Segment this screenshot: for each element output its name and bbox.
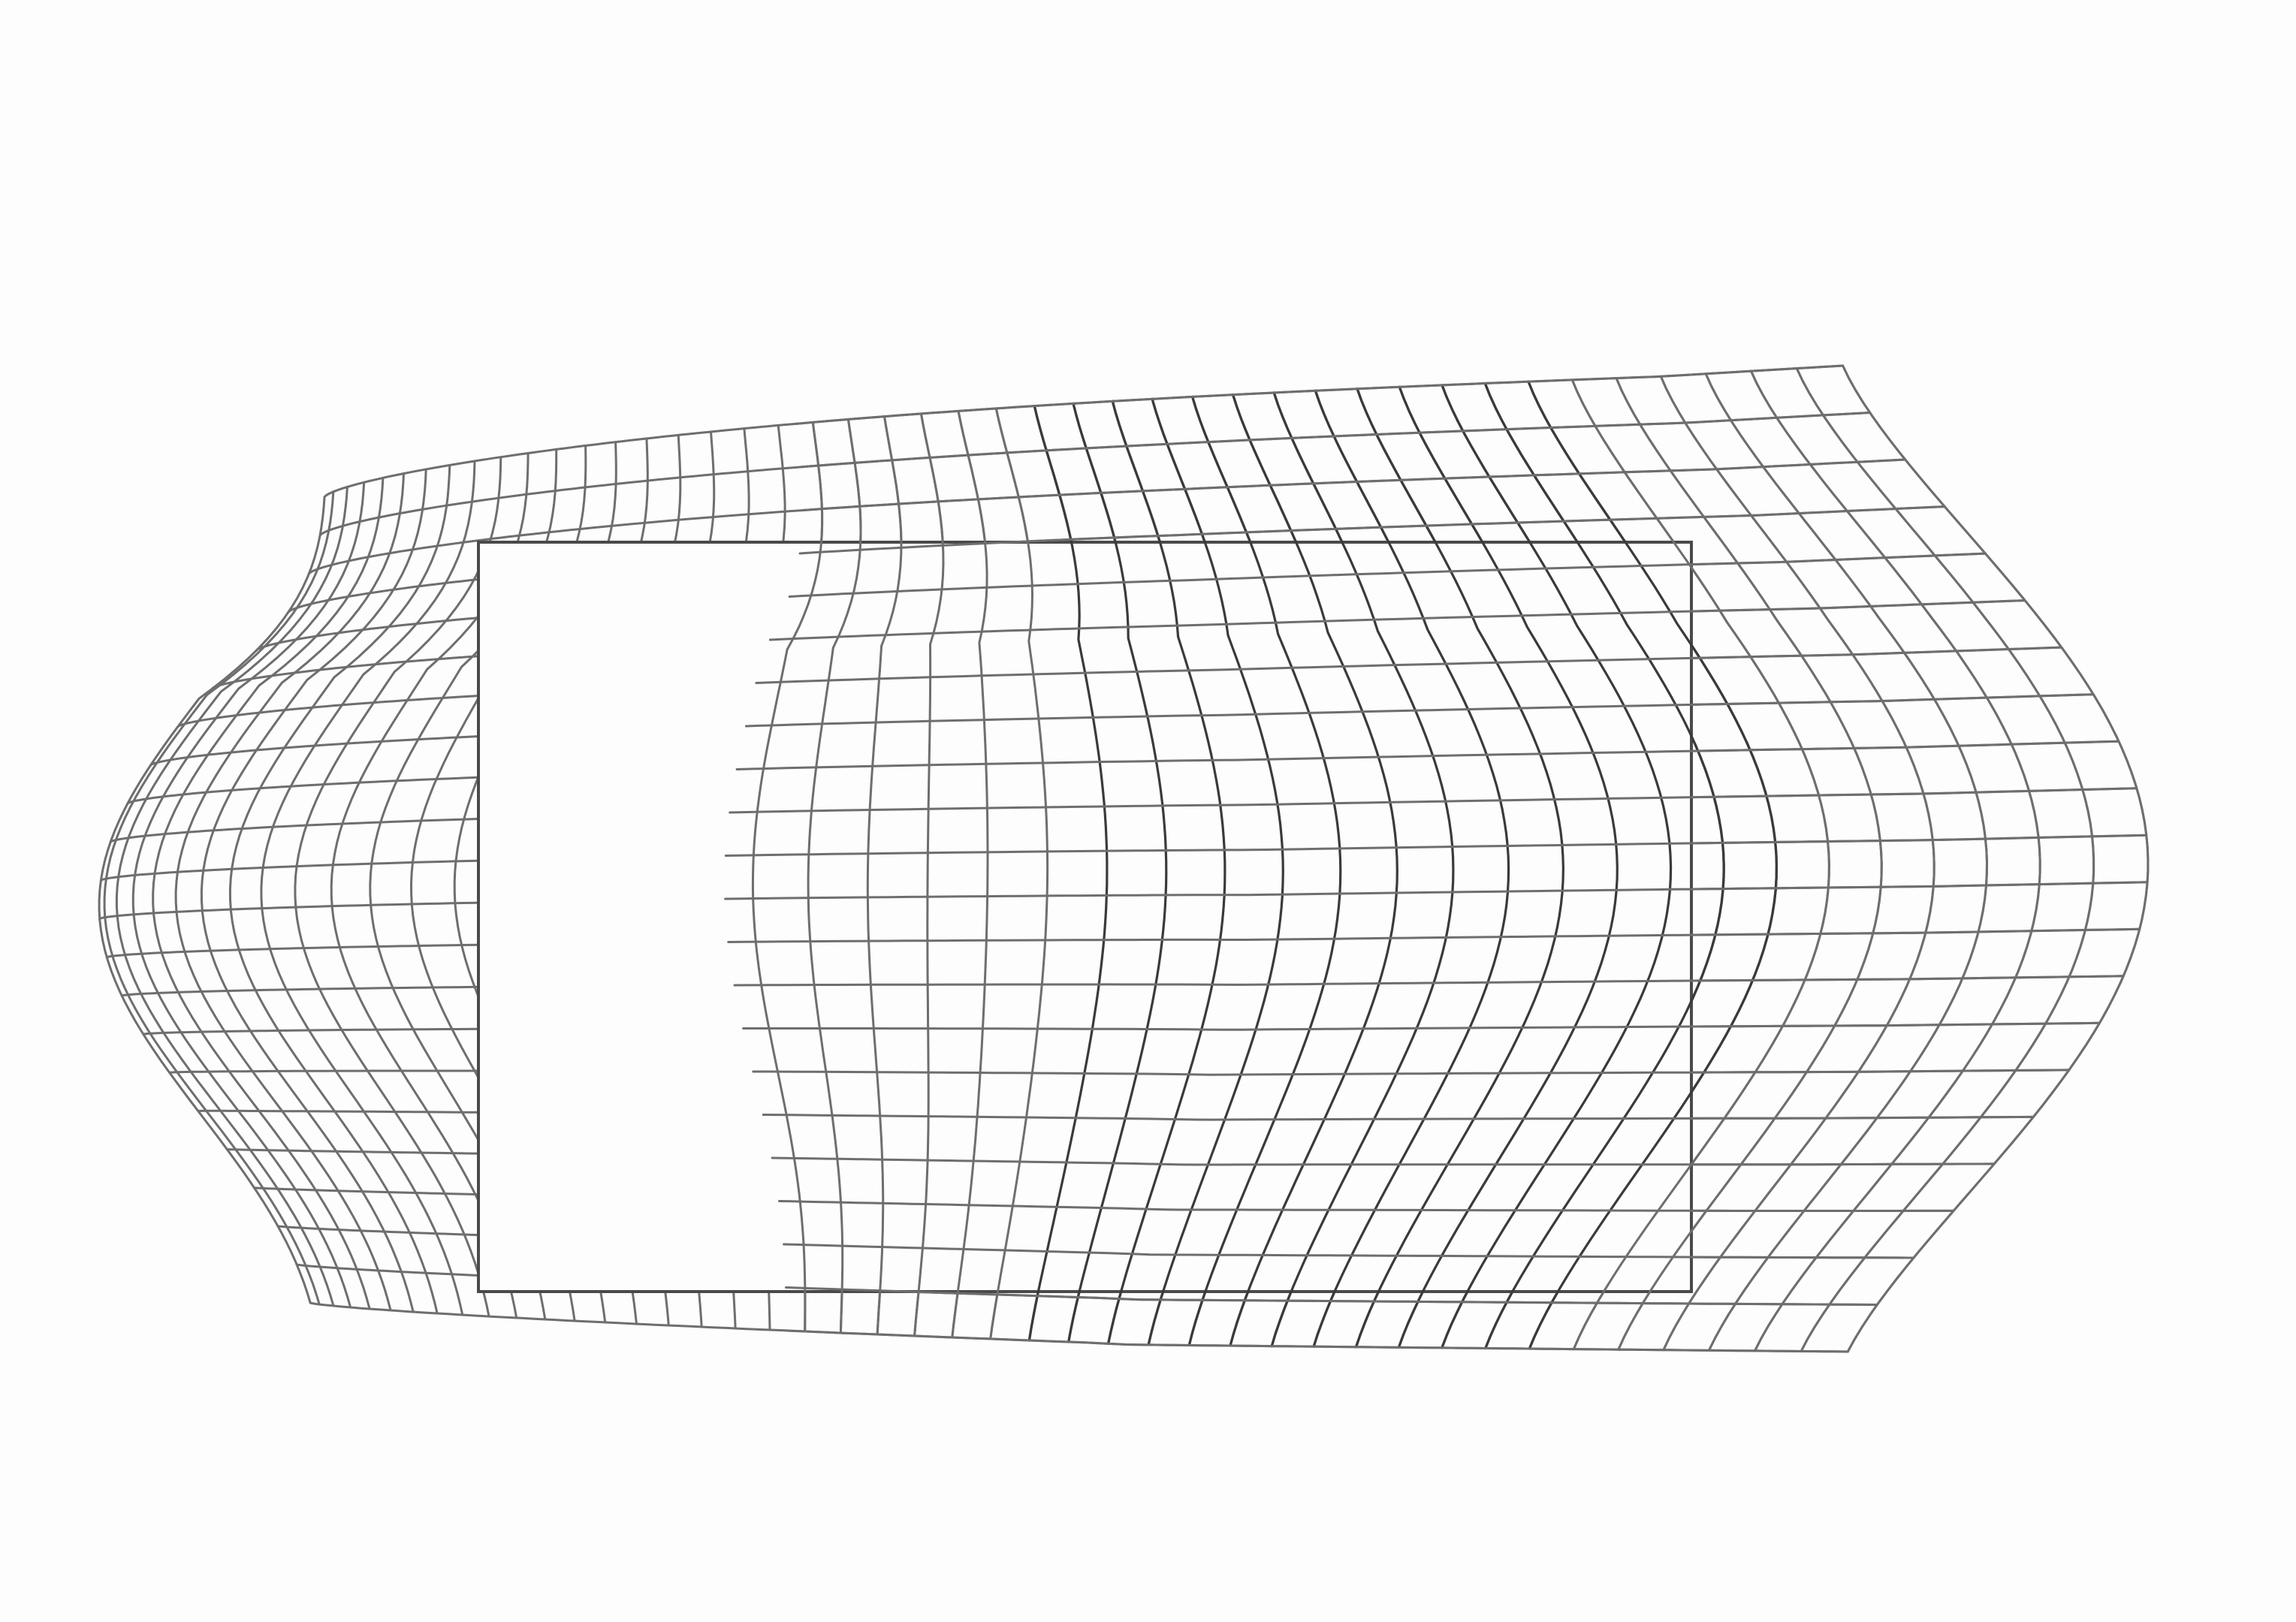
mesh-front-column-line [1706, 374, 1987, 1351]
mesh-column-line [1797, 369, 2093, 1352]
mesh-front-row-line [803, 460, 1905, 511]
mesh-column-line [1706, 374, 1987, 1351]
mesh-front-row-line [795, 366, 1842, 424]
mesh-front-column-line [1661, 376, 1934, 1349]
mesh-column-line [104, 492, 333, 1304]
mesh-column-line [116, 487, 347, 1306]
mesh-front-column-line [1751, 371, 2041, 1351]
mesh-row-line [310, 1303, 1848, 1352]
mesh-row-line [324, 366, 1843, 497]
mesh-column-line [295, 457, 501, 1316]
mesh-column-line [1843, 366, 2148, 1352]
mesh-column-line [133, 482, 364, 1307]
mesh-column-line [153, 478, 383, 1309]
mesh-column-line [1661, 376, 1934, 1349]
mesh-column-line [1751, 371, 2041, 1351]
mesh-front-column-line [1843, 366, 2148, 1352]
mesh-column-line [230, 465, 449, 1313]
mesh-front-column-line [1797, 369, 2093, 1352]
inner-rectangle [478, 542, 1691, 1292]
